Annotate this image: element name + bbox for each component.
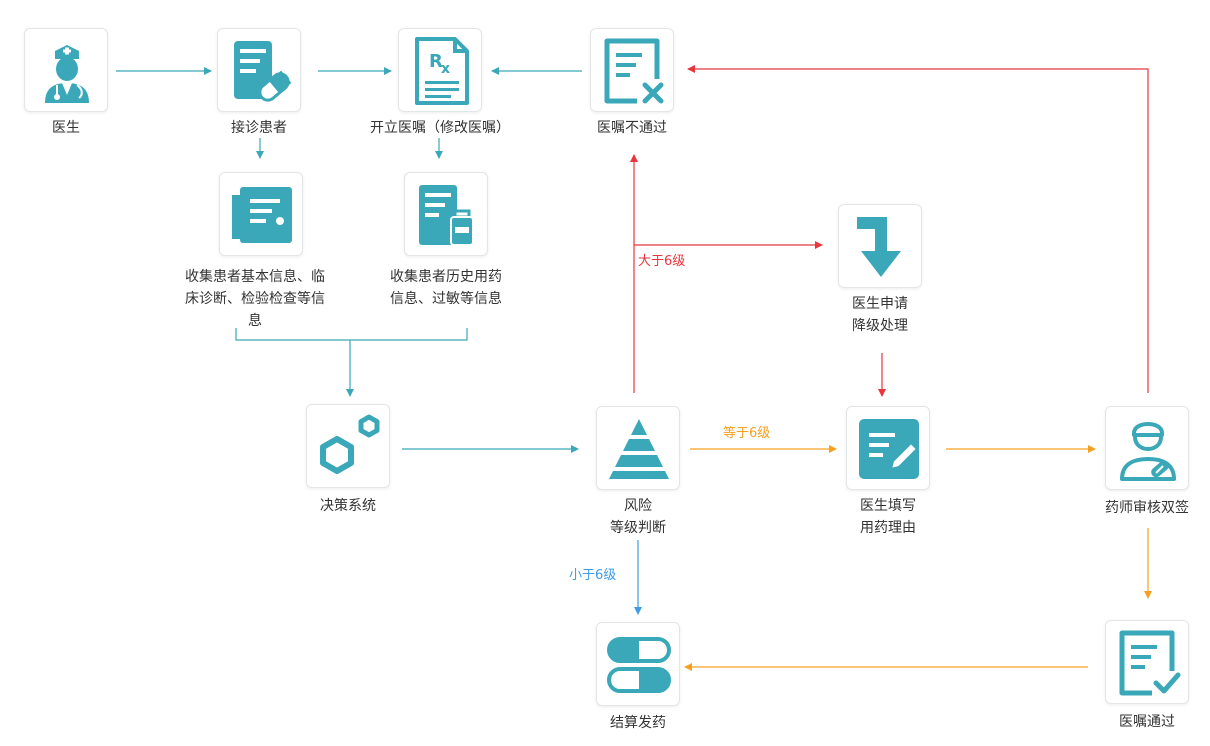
node-doctor-label: 医生	[52, 120, 80, 136]
node-order-passed-label: 医嘱通过	[1119, 714, 1175, 730]
node-collect-basic-label: 收集患者基本信息、临 床诊断、检验检查等信 息	[185, 269, 325, 329]
node-pharmacist[interactable]	[1105, 406, 1189, 490]
edge-collect-merge	[235, 328, 468, 341]
node-dispense[interactable]	[596, 622, 680, 706]
svg-text:x: x	[441, 61, 450, 77]
node-decision-label: 决策系统	[320, 498, 376, 514]
pyramid-icon	[609, 419, 669, 479]
document-medicine-icon	[419, 185, 474, 246]
node-reception-label: 接诊患者	[231, 120, 287, 136]
node-dispense-label: 结算发药	[610, 715, 666, 731]
node-reason-label: 医生填写 用药理由	[860, 498, 916, 536]
node-order-rejected[interactable]	[590, 28, 674, 112]
node-doctor[interactable]	[24, 28, 108, 112]
node-prescribe-label: 开立医嘱（修改医嘱）	[370, 120, 510, 136]
capsule-icon	[607, 637, 671, 693]
edge-label-equal: 等于6级	[723, 426, 771, 441]
node-pharmacist-label: 药师审核双签	[1105, 500, 1189, 516]
pharmacist-icon	[1120, 422, 1176, 481]
node-reception[interactable]	[217, 28, 301, 112]
edge-label-less: 小于6级	[569, 568, 617, 583]
node-order-rejected-label: 医嘱不通过	[597, 120, 667, 136]
clipboard-pill-icon	[234, 41, 292, 102]
edge-label-greater: 大于6级	[638, 254, 686, 269]
document-x-icon	[604, 38, 664, 104]
node-downgrade-label: 医生申请 降级处理	[852, 296, 908, 334]
edit-document-icon	[859, 419, 919, 479]
document-check-icon	[1119, 630, 1181, 696]
node-reason[interactable]	[846, 406, 930, 490]
node-risk-label: 风险 等级判断	[610, 498, 666, 536]
doctor-icon	[45, 45, 89, 103]
node-downgrade[interactable]	[838, 204, 922, 288]
node-collect-basic[interactable]	[219, 172, 303, 256]
prescription-icon: R x	[415, 37, 469, 105]
node-collect-history[interactable]	[404, 172, 488, 256]
hexagon-icon	[320, 414, 380, 474]
document-icon	[232, 187, 292, 243]
node-order-passed[interactable]	[1105, 620, 1189, 704]
node-decision[interactable]	[306, 404, 390, 488]
node-collect-history-label: 收集患者历史用药 信息、过敏等信息	[390, 269, 502, 307]
arrow-down-icon	[857, 217, 901, 277]
svg-text:R: R	[429, 51, 443, 72]
node-risk[interactable]	[596, 406, 680, 490]
node-prescribe[interactable]: R x	[398, 28, 482, 112]
edge-pharmacist-to-rejected	[687, 65, 1149, 393]
